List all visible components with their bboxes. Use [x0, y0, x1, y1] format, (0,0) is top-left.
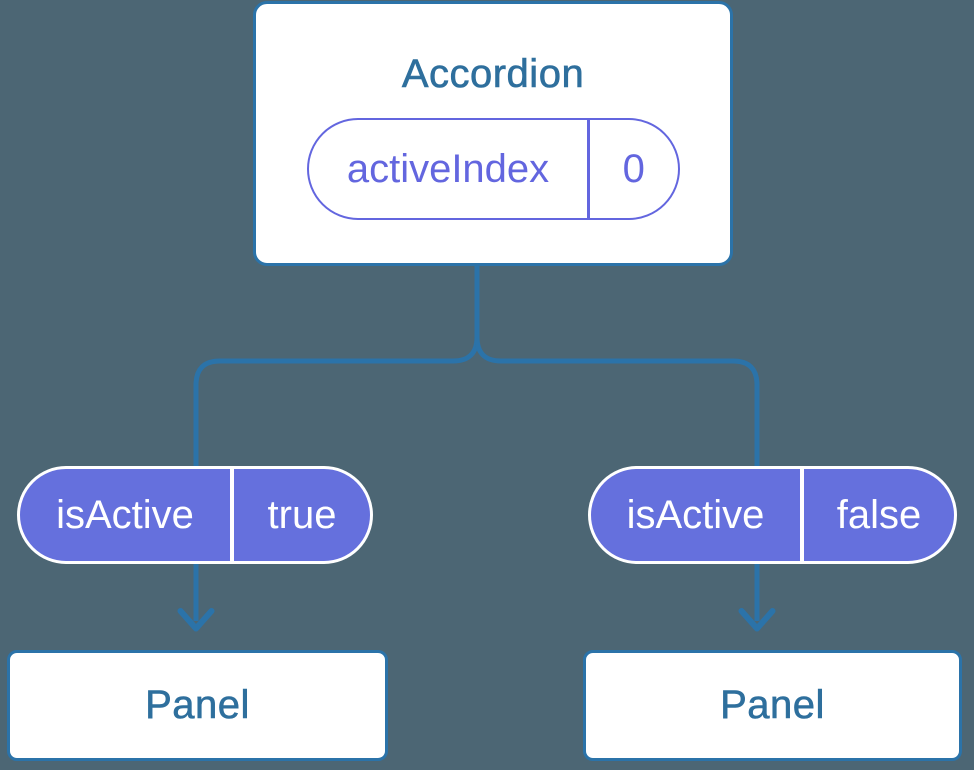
- state-pill: activeIndex 0: [307, 118, 680, 220]
- arrow-down-icon: [738, 608, 776, 632]
- pill-divider: [587, 120, 590, 218]
- panel-box-right: Panel: [583, 650, 962, 761]
- prop-value: false: [836, 492, 922, 537]
- prop-pill-left: isActive true: [17, 466, 373, 564]
- prop-name: isActive: [56, 492, 194, 537]
- branch-right-line: [474, 262, 760, 621]
- state-value: 0: [622, 146, 645, 191]
- pill-divider: [230, 469, 234, 561]
- prop-pill-right: isActive false: [588, 466, 957, 564]
- prop-name: isActive: [626, 492, 765, 537]
- component-title: Accordion: [401, 52, 585, 97]
- pill-divider: [800, 469, 804, 561]
- panel-title: Panel: [145, 683, 250, 728]
- arrow-down-icon: [177, 608, 215, 632]
- prop-value: true: [267, 492, 337, 537]
- panel-title: Panel: [720, 683, 825, 728]
- branch-left-line: [193, 262, 480, 621]
- panel-box-left: Panel: [7, 650, 388, 761]
- state-name: activeIndex: [346, 146, 550, 191]
- accordion-component-box: Accordion activeIndex 0: [253, 1, 733, 266]
